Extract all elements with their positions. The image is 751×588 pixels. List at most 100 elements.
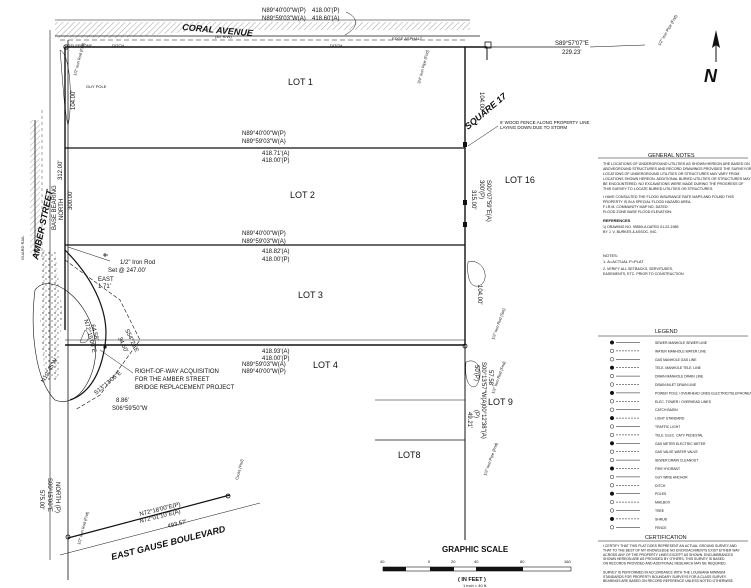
row-line-2: FOR THE AMBER STREET	[135, 377, 210, 383]
legend-symbol-icon	[609, 357, 640, 362]
notes-line: FLOOD ZONE BASE FLOOD ELEVATION:	[603, 210, 672, 214]
legend-symbol-icon	[609, 416, 640, 421]
line23-bearing-actual: N89°59'03"W(A)	[242, 239, 286, 245]
notes-line: PROPERTY IS IN A SPECIAL FLOOD HAZARD AR…	[603, 200, 691, 204]
legend-symbol-icon	[609, 508, 640, 513]
west-bearing-south: S00°15'00"E	[46, 478, 52, 512]
note-2: 2. VERIFY ALL SETBACKS, SERVITUDES,EASEM…	[603, 267, 684, 276]
certification-title: CERTIFICATION	[645, 535, 687, 541]
lot-8-label: LOT8	[398, 450, 421, 460]
line34-bearing-actual: N89°59'03"W(A)	[242, 362, 286, 368]
east-lot4-bearing: S00°13'57"W(A)	[480, 362, 486, 405]
legend-item-label: WATER MANHOLE WATER LINE	[655, 349, 707, 353]
row-line-3: BRIDGE REPLACEMENT PROJECT	[135, 385, 235, 391]
line34-distance-plat: 418.00'(P)	[262, 356, 290, 362]
cross-fnd-label: Cross (Fnd)	[234, 458, 244, 480]
gause-distance: 493.57'	[167, 519, 187, 530]
scale-tick-0: 0	[428, 559, 431, 564]
line-12-labels: N89°40'00"W(P) N89°59'03"W(A) 418.71'(A)…	[242, 120, 590, 164]
west-dist-lot1: 104.00'	[71, 91, 77, 111]
line34-distance-actual: 418.93'(A)	[262, 349, 290, 355]
gause-rod-label: 1/2" Iron Rod (Fnd)	[76, 510, 90, 545]
scale-ratio: 1 inch = 40 ft.	[463, 583, 487, 588]
line23-bearing-plat: N89°40'00"W(P)	[242, 231, 286, 237]
curve-label-8: 8.86'	[116, 398, 129, 404]
certification-line: ON RECORDS PROVIDED AND ADDITIONAL RESEA…	[603, 562, 727, 566]
legend-item-label: DRAIN INLET DRAIN LINE	[655, 383, 697, 387]
scale-tick-40: 40	[474, 559, 479, 564]
lot-2-label: LOT 2	[290, 190, 315, 200]
certification-line: STANDARDS FOR PROPERTY BOUNDARY SURVEYS …	[603, 575, 727, 579]
legend-item-label: SHRUB	[655, 517, 668, 521]
legend-item-label: GAS METER ELECTRIC METER	[655, 442, 706, 446]
certification-line: SHOWN HEREON ARE AS PROVIDED BY OTHERS. …	[603, 557, 725, 561]
notes-line: LOCATIONS OF UNDERGROUND UTILITIES OR ST…	[603, 172, 739, 176]
legend-item-label: POWER POLE / OVERHEAD LINES ELECTRIC/TEL…	[655, 391, 751, 395]
legend-item-label: TREE	[655, 509, 665, 513]
notes-title: GENERAL NOTES	[648, 153, 695, 159]
scale-tick-40-left: 40	[380, 559, 385, 564]
line34-bearing-plat: N89°40'00"W(P)	[242, 369, 286, 375]
legend-symbol-icon	[609, 374, 640, 379]
legend-item-label: GAS VALVE WATER VALVE	[655, 450, 698, 454]
legend-item-label: TRAFFIC LIGHT	[655, 425, 680, 429]
scale-tick-160: 160	[564, 559, 571, 564]
east-rod-set-label: 1/2" Iron Rod (Set)	[490, 307, 506, 341]
west-total: 312.00'	[58, 161, 64, 181]
notes-line: THE LOCATIONS OF UNDERGROUND UTILITIES A…	[603, 162, 750, 166]
gause-line-labels: N72°18'00"E(P) N72°01'10"E(A) 493.57' Cr…	[76, 458, 244, 562]
curve-label-7: S13°13'06"E	[93, 370, 123, 396]
iron-rod-set-label: 1/2" Iron Rod	[120, 260, 155, 266]
scale-tick-20: 20	[451, 559, 456, 564]
legend-symbol-icon	[609, 483, 640, 488]
lot-4-label: LOT 4	[313, 360, 338, 370]
east-offset-distance: 1.71'	[98, 284, 111, 290]
notes-subtitle: NOTES:	[603, 253, 618, 258]
east-dist-lot1: 104.00'	[478, 92, 484, 112]
legend-symbol-icon	[609, 424, 640, 429]
legend-item-label: FIRE HYDRANT	[655, 467, 680, 471]
legend-item-label: TELE. MANHOLE TELE. LINE	[655, 366, 702, 370]
east-lot8-dist: 49.21'	[466, 412, 472, 428]
legend-item-label: ELEC. TOWER / OVERHEAD LINES	[655, 400, 712, 404]
line12-bearing-actual: N89°59'03"W(A)	[242, 139, 286, 145]
fence-note: 6' WOOD FENCE ALONG PROPERTY LINE LAYING…	[500, 120, 590, 131]
east-lot4-dist: 57.58'	[487, 370, 493, 386]
legend-symbol-icon	[609, 441, 640, 446]
legend-item-label: CATCH BASIN	[655, 408, 678, 412]
notes-line: I HAVE CONSULTED THE FLOOD INSURANCE RAT…	[603, 195, 734, 199]
certification-line: I CERTIFY THAT THIS PLAT DOES REPRESENT …	[603, 544, 737, 548]
notes-paragraph-2: I HAVE CONSULTED THE FLOOD INSURANCE RAT…	[603, 195, 734, 214]
certification-line: THAT TO THE BEST OF MY KNOWLEDGE NO ENCR…	[603, 548, 740, 552]
west-north-plat: NORTH (P)	[54, 482, 60, 513]
base-bearing-label: BASE BEARING	[52, 185, 58, 230]
line12-distance-actual: 418.71'(A)	[262, 151, 290, 157]
legend-item-label: DITCH	[655, 484, 666, 488]
top-bearing-plat: N89°40'00"W(P)	[262, 8, 306, 14]
reference-line: 1) DRAWING NO. 95559-A DATED 01-22-1985	[603, 225, 679, 229]
iron-rod-set-distance: Set @ 247.00'	[108, 268, 146, 274]
telephone-label: TELEPHONE	[68, 43, 93, 48]
notes-paragraph-1: THE LOCATIONS OF UNDERGROUND UTILITIES A…	[603, 162, 751, 191]
curve-label-4: 64.58'	[89, 324, 99, 341]
certification-line: BEARINGS ARE BASED ON RECORD REFERENCE U…	[603, 579, 734, 583]
east-dist-lot3: 104.00'	[476, 285, 482, 305]
line12-bearing-plat: N89°40'00"W(P)	[242, 131, 286, 137]
ne-pipe-label: 3/4" Iron Pipe (Fnd)	[416, 49, 430, 85]
reference-line: BY J. V. BURKES & ASSOC. INC.	[603, 230, 657, 234]
line-34-labels: 418.93'(A) 418.00'(P) N89°59'03"W(A) N89…	[242, 349, 290, 375]
guy-pole-label: GUY POLE	[86, 84, 107, 89]
lot-9-label: LOT 9	[488, 397, 513, 407]
ditch-label-2: DITCH	[330, 43, 342, 48]
certification-text: I CERTIFY THAT THIS PLAT DOES REPRESENT …	[603, 544, 740, 583]
top-distance-plat: 418.00'(P)	[312, 8, 340, 14]
certification-line: SURVEY IS PERFORMED IN ACCORDANCE WITH T…	[603, 570, 725, 574]
east-total-actual: 315.00'	[470, 190, 476, 210]
legend-item-label: GAS MANHOLE GAS LINE	[655, 358, 697, 362]
east-bearing-actual: S00°07'59"E(A)	[485, 180, 491, 222]
legend-item-label: DRAIN MANHOLE DRAIN LINE	[655, 375, 704, 379]
top-bearing-actual: N89°59'03"W(A)	[262, 16, 306, 22]
lot-16-label: LOT 16	[505, 175, 535, 185]
legend-symbol-icon	[609, 365, 640, 370]
